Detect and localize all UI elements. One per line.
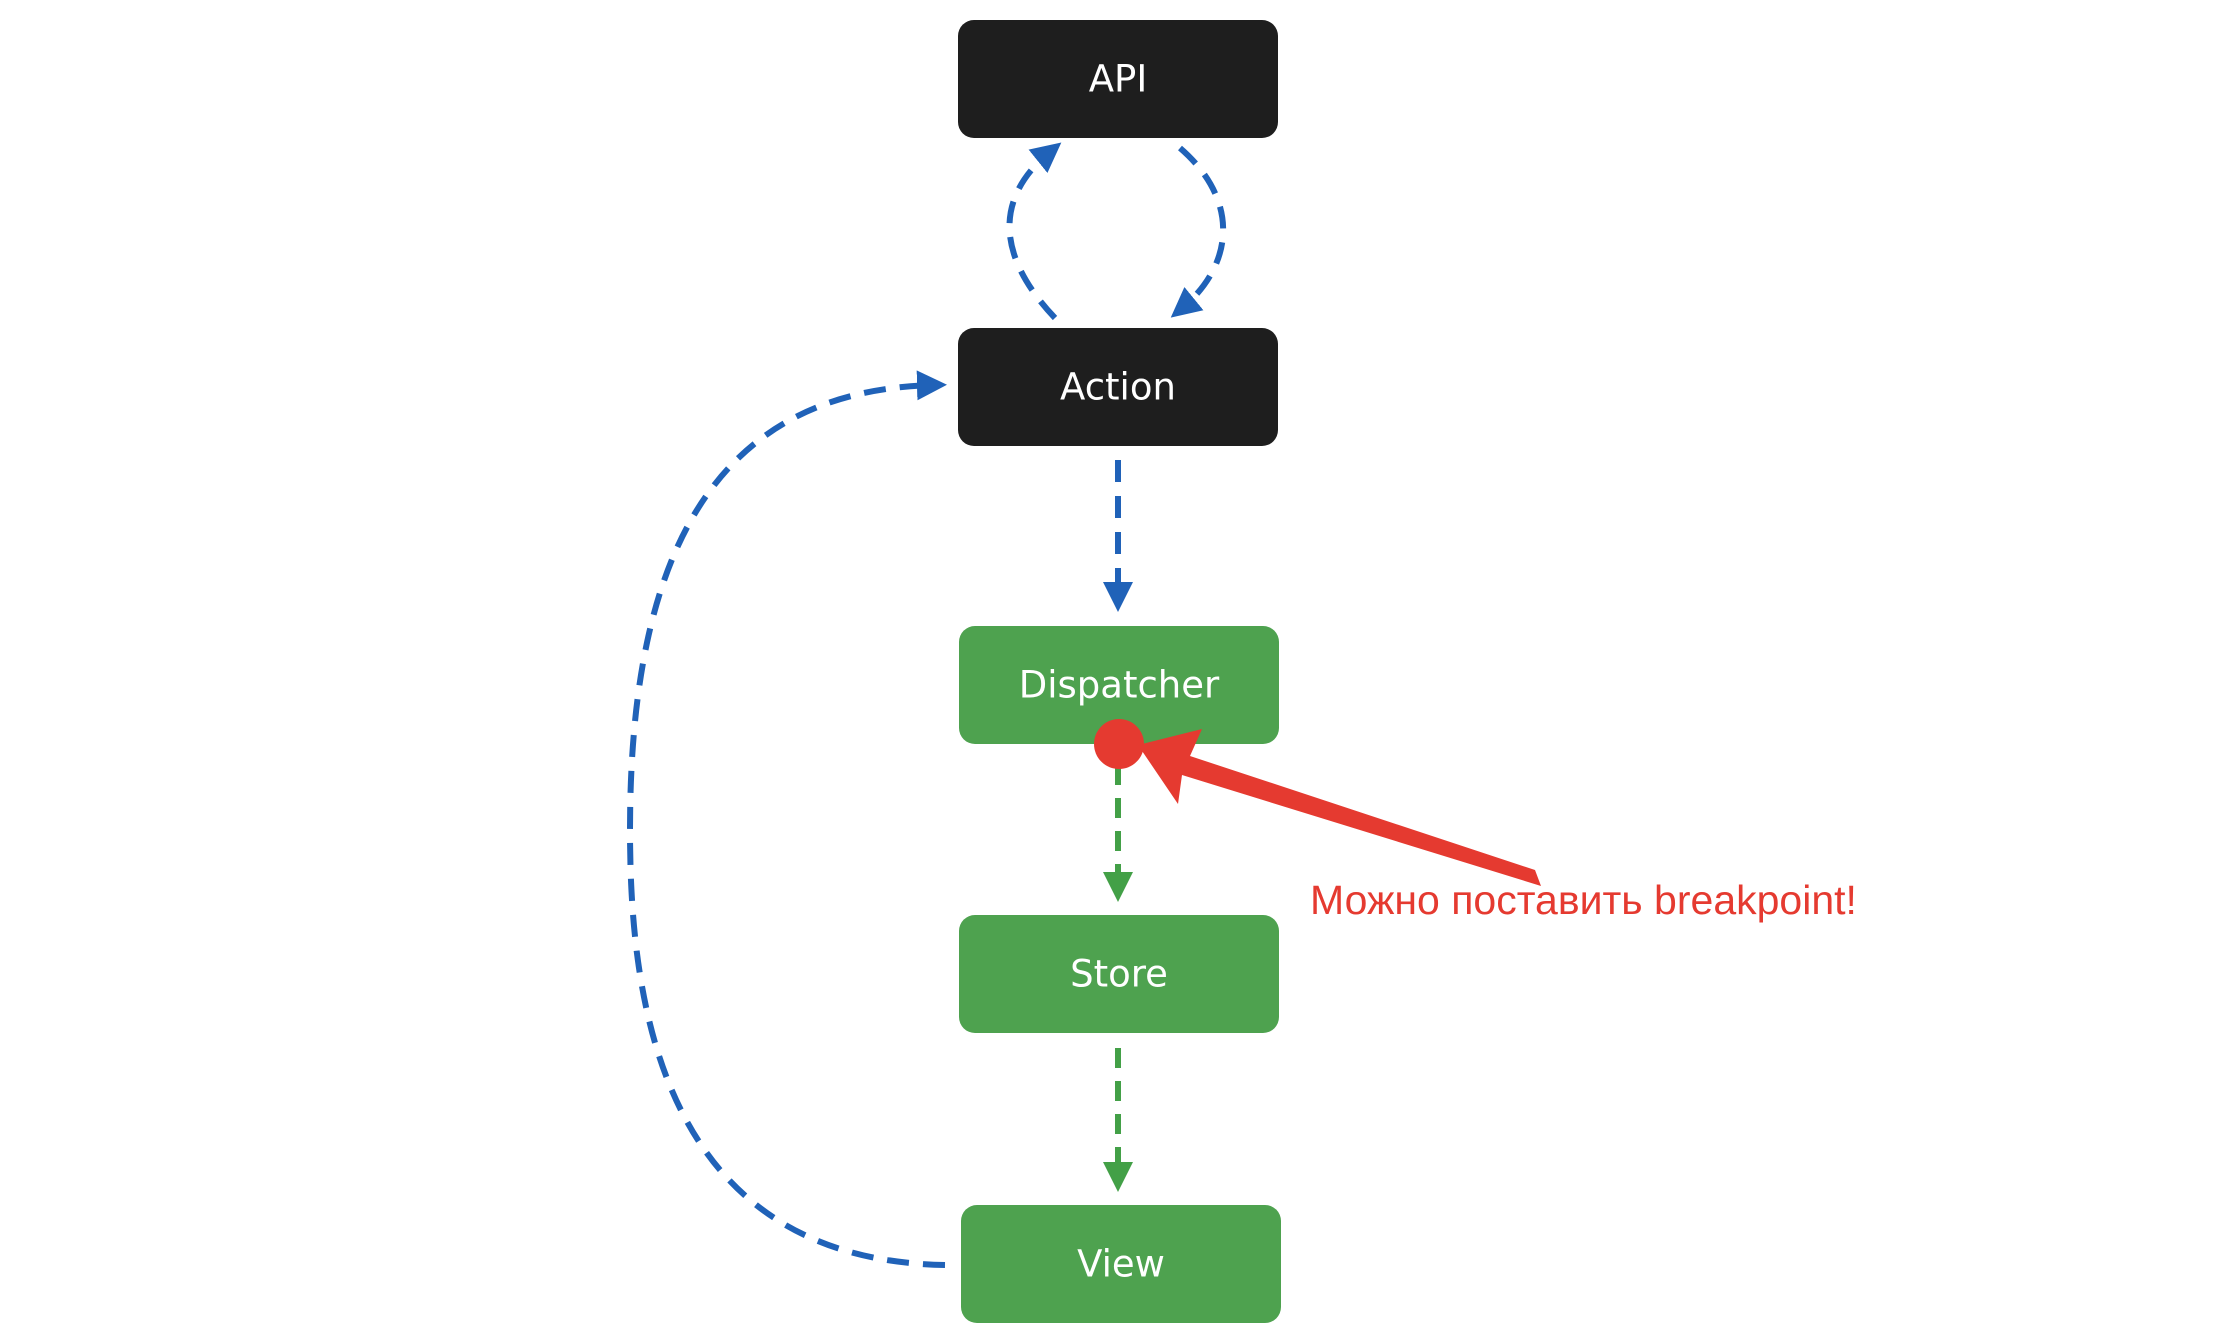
node-store-label: Store (1070, 953, 1168, 996)
edge-action-to-api (1006, 142, 1062, 321)
node-dispatcher-label: Dispatcher (1019, 664, 1220, 707)
node-dispatcher-box (959, 626, 1279, 744)
breakpoint-callout-text: Можно поставить breakpoint! (1310, 877, 1857, 923)
edge-view-to-action (626, 370, 947, 1268)
node-action-box (958, 328, 1278, 446)
node-action-label: Action (1060, 366, 1176, 409)
node-api-box (958, 20, 1278, 138)
node-dispatcher: Dispatcher (959, 626, 1279, 744)
breakpoint-arrow (1138, 729, 1541, 886)
node-view: View (961, 1205, 1281, 1323)
node-store-box (959, 915, 1279, 1033)
breakpoint-dot (1094, 719, 1144, 769)
node-view-box (961, 1205, 1281, 1323)
node-store: Store (959, 915, 1279, 1033)
node-api: API (958, 20, 1278, 138)
node-action: Action (958, 328, 1278, 446)
node-view-label: View (1077, 1243, 1165, 1286)
node-api-label: API (1089, 58, 1148, 101)
edge-api-to-action (1170, 145, 1227, 318)
